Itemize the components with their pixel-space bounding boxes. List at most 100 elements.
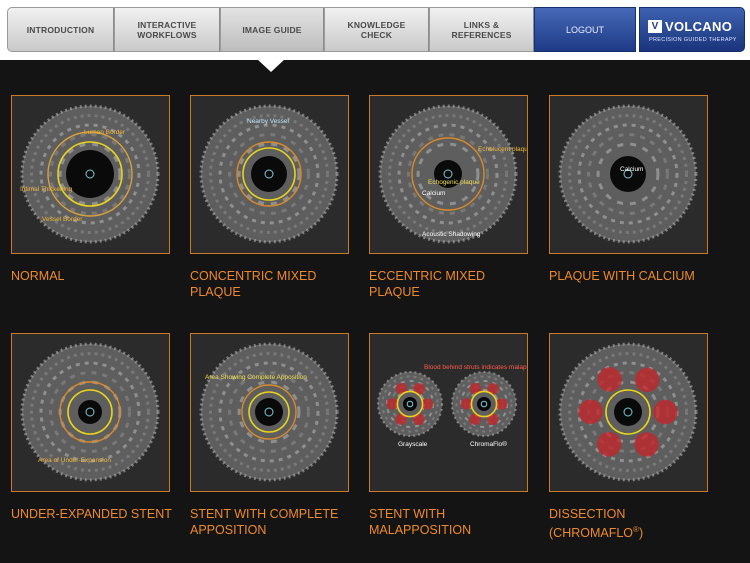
speckle-ring (378, 104, 518, 244)
label-stent-complete-apposition[interactable]: STENT WITH COMPLETE APPOSITION (190, 507, 339, 537)
speckle-ring (407, 133, 489, 215)
thumb-under-expanded-stent[interactable]: Area of Under-Expansion (11, 333, 170, 492)
ivus-image: Calcium (550, 96, 707, 253)
speckle-ring (568, 114, 688, 234)
chromaflo-blood (495, 398, 508, 410)
vessel-border (236, 141, 302, 207)
main-nav: INTRODUCTION INTERACTIVE WORKFLOWS IMAGE… (7, 7, 534, 52)
chromaflo-blood (653, 399, 678, 425)
lumen (403, 397, 417, 411)
speckle-ring (577, 123, 679, 225)
nav-introduction[interactable]: INTRODUCTION (7, 7, 114, 52)
speckle-ring (568, 352, 688, 472)
lumen-border (470, 390, 498, 418)
thumb-dissection-chromaflo[interactable] (549, 333, 708, 492)
speckle-ring (237, 380, 301, 444)
annotation-label: Blood behind struts indicates malapposit… (424, 364, 527, 371)
chromaflo-blood (413, 383, 425, 395)
nav-links-references[interactable]: LINKS & REFERENCES (429, 7, 534, 52)
catheter (480, 400, 488, 408)
annotation-label: Area Showing Complete Apposition (205, 374, 307, 381)
speckle-ring (58, 142, 122, 206)
speckle-ring (381, 375, 439, 433)
catheter (85, 169, 95, 179)
label-under-expanded-stent[interactable]: UNDER-EXPANDED STENT (11, 507, 172, 521)
annotation-label: Calcium (620, 166, 643, 173)
chromaflo-blood (395, 413, 407, 425)
speckle-ring (30, 114, 150, 234)
annotation-label: Echogenic plaque (428, 179, 480, 186)
catheter (264, 169, 274, 179)
annotation-label: Area of Under-Expansion (38, 457, 111, 464)
chromaflo-blood (421, 398, 434, 410)
lumen (251, 156, 287, 192)
lumen (78, 400, 102, 424)
chromaflo-blood (634, 432, 659, 457)
chromaflo-blood (596, 432, 622, 457)
speckle-ring (558, 342, 698, 482)
nav-image-guide[interactable]: IMAGE GUIDE (220, 7, 324, 52)
brand-row: V VOLCANO (648, 19, 732, 34)
vessel-border (411, 137, 485, 211)
catheter (623, 407, 633, 417)
active-tab-pointer-icon (257, 59, 285, 72)
nav-label: INTERACTIVE WORKFLOWS (137, 19, 197, 40)
speckle-ring (397, 123, 499, 225)
label-stent-malapposition[interactable]: STENT WITH MALAPPOSITION (369, 507, 472, 537)
brand-tagline: PRECISION GUIDED THERAPY (649, 37, 737, 43)
catheter (264, 407, 274, 417)
lumen (614, 398, 642, 426)
lumen-border (248, 391, 290, 433)
speckle-ring (416, 142, 480, 206)
lumen (434, 160, 462, 188)
label-plaque-with-calcium[interactable]: PLAQUE WITH CALCIUM (549, 269, 695, 283)
chromaflo-blood (386, 398, 399, 410)
thumb-stent-malapposition[interactable]: Blood behind struts indicates malapposit… (369, 333, 528, 492)
brand-name: VOLCANO (665, 19, 733, 34)
label-concentric-mixed-plaque[interactable]: CONCENTRIC MIXED PLAQUE (190, 269, 317, 299)
annotation-label: ChromaFlo® (470, 440, 507, 448)
logout-button[interactable]: LOGOUT (534, 7, 636, 52)
chromaflo-blood (487, 383, 499, 395)
nav-knowledge-check[interactable]: KNOWLEDGE CHECK (324, 7, 429, 52)
label-dissection-chromaflo[interactable]: DISSECTION (CHROMAFLO®) (549, 506, 659, 541)
chromaflo-blood (486, 413, 499, 426)
lumen (610, 156, 646, 192)
chromaflo-blood (578, 399, 603, 424)
registered-mark: ® (633, 525, 639, 534)
speckle-ring (199, 342, 339, 482)
volcano-logo-icon: V (648, 20, 662, 33)
ivus-image (550, 334, 707, 491)
speckle-ring (587, 133, 669, 215)
speckle-ring (376, 370, 444, 438)
label-eccentric-mixed-plaque[interactable]: ECCENTRIC MIXED PLAQUE (369, 269, 485, 299)
lumen-border (57, 141, 123, 207)
ivus-image: Area Showing Complete Apposition (191, 334, 348, 491)
annotation-label: Intimal Thickening (20, 186, 73, 193)
speckle-ring (30, 352, 150, 472)
lumen (255, 398, 283, 426)
speckle-ring (20, 104, 160, 244)
speckle-ring (455, 375, 513, 433)
lumen-border (605, 389, 651, 435)
label-text-end: ) (638, 526, 644, 541)
thumb-plaque-with-calcium[interactable]: Calcium (549, 95, 708, 254)
chromaflo-blood (412, 413, 425, 426)
annotation-label: Lumen Border (84, 129, 126, 136)
nav-interactive-workflows[interactable]: INTERACTIVE WORKFLOWS (114, 7, 220, 52)
brand-logo: V VOLCANO PRECISION GUIDED THERAPY (639, 7, 745, 52)
thumb-stent-complete-apposition[interactable]: Area Showing Complete Apposition (190, 333, 349, 492)
vessel-border (47, 131, 133, 217)
label-normal[interactable]: NORMAL (11, 269, 65, 283)
catheter (623, 169, 633, 179)
speckle-ring (209, 352, 329, 472)
ivus-image: Blood behind struts indicates malapposit… (370, 334, 527, 491)
speckle-ring (49, 371, 131, 453)
catheter (85, 407, 95, 417)
thumb-concentric-mixed-plaque[interactable]: Nearby Vessel (190, 95, 349, 254)
speckle-ring (49, 133, 131, 215)
